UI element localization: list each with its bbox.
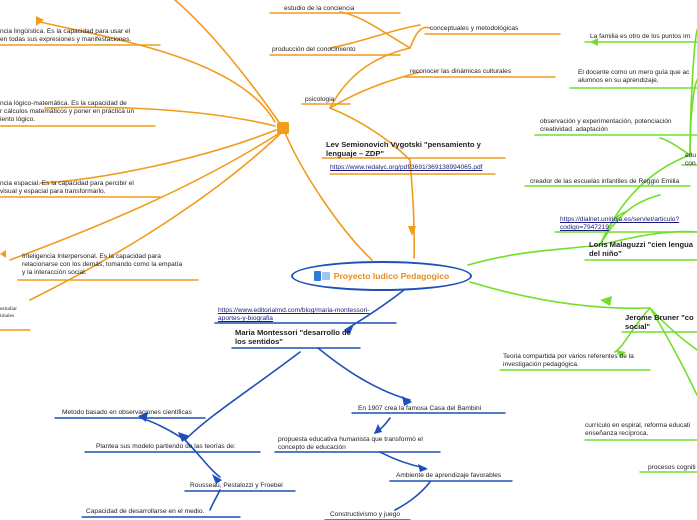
- topic-familia[interactable]: La familia es otro de los puntos im: [590, 33, 691, 40]
- topic-observacion[interactable]: observación y experimentación, potenciac…: [540, 118, 672, 133]
- topic-curriculo-espiral[interactable]: currículo en espiral, reforma educati en…: [585, 422, 691, 437]
- topic-logico-matematica[interactable]: ncia lógico-matemática. Es la capacidad …: [0, 100, 135, 123]
- topic-propuesta-humanista[interactable]: propuesta educativa humanista que transf…: [278, 436, 423, 451]
- topic-teoria-compartida[interactable]: Teoria compartida por varios referentes …: [503, 353, 634, 368]
- topic-creador-reggio[interactable]: creador de las escuelas infantiles de Re…: [530, 178, 680, 185]
- arrowhead: [36, 16, 44, 26]
- central-topic-node[interactable]: Proyecto ludico Pedagogico: [291, 261, 472, 291]
- topic-plantea[interactable]: Plantea sus modelo partiendo de las teor…: [96, 443, 236, 450]
- green-main-branch: [467, 244, 601, 266]
- topic-docente[interactable]: El docente como un mero guía que ac alum…: [578, 69, 690, 84]
- orange-main-branch: [174, 0, 373, 261]
- orange-vygotsky-branch: [409, 159, 415, 259]
- topic-capacidad-medio[interactable]: Capacidad de desarrollarse en el medio.: [86, 508, 205, 515]
- orange-node-square[interactable]: [277, 122, 289, 134]
- topic-casa-bambini[interactable]: En 1907 crea la famosa Casa del Bambini: [358, 405, 482, 412]
- topic-rousseau[interactable]: Rousseau, Pestalozzi y Froebel: [190, 482, 283, 489]
- topic-interpersonal[interactable]: Inteligencia Interpersonal. Es la capaci…: [22, 253, 183, 276]
- central-topic-title: Proyecto ludico Pedagogico: [333, 271, 450, 281]
- topic-produccion-conocimiento[interactable]: producción del conocimiento: [272, 46, 356, 53]
- link-redalyc[interactable]: https://www.redalyc.org/pdf/3691/3691389…: [330, 164, 483, 171]
- topic-procesos-cognitivos[interactable]: procesos cogniti: [648, 464, 696, 471]
- topic-metodo[interactable]: Metodo basado en observaciones cientific…: [62, 409, 192, 416]
- topic-ambiente-aprendizaje[interactable]: Ambiente de aprendizaje favorables: [396, 472, 502, 479]
- topic-psicologia[interactable]: psicologia: [305, 96, 335, 103]
- document-icon: [313, 271, 330, 281]
- blue-main-branch: [344, 286, 409, 331]
- topic-estudio-conciencia[interactable]: estudio de la conciencia: [284, 5, 355, 12]
- topic-espacial[interactable]: ncia espacial. Es la capacidad para perc…: [0, 180, 134, 195]
- topic-bruner-title[interactable]: Jerome Bruner "co social": [625, 313, 694, 331]
- topic-vygotsky-title[interactable]: Lev Semionovich Vygotski "pensamiento y …: [326, 140, 481, 158]
- topic-montessori-title[interactable]: Maria Montessori "desarrollo de los sent…: [235, 328, 351, 346]
- topic-edu[interactable]: edu con: [685, 152, 697, 167]
- topic-constructivismo[interactable]: Constructivismo y juego: [330, 511, 400, 518]
- topic-estudiar[interactable]: estudiar imales: [0, 306, 18, 319]
- topic-linguistica[interactable]: ncia lingüística. Es la capacidad para u…: [0, 28, 132, 43]
- link-editorialmd[interactable]: https://www.editorialmd.com/blog/maria-m…: [218, 307, 370, 322]
- link-dialnet[interactable]: https://dialnet.unirioja.es/servlet/arti…: [560, 216, 680, 231]
- topic-malaguzzi-title[interactable]: Loris Malaguzzi "cien lengua del niño": [589, 240, 694, 258]
- topic-conceptuales[interactable]: conceptuales y metodológicas: [430, 25, 519, 32]
- topic-dinamicas-culturales[interactable]: reconocer las dinámicas culturales: [410, 68, 512, 75]
